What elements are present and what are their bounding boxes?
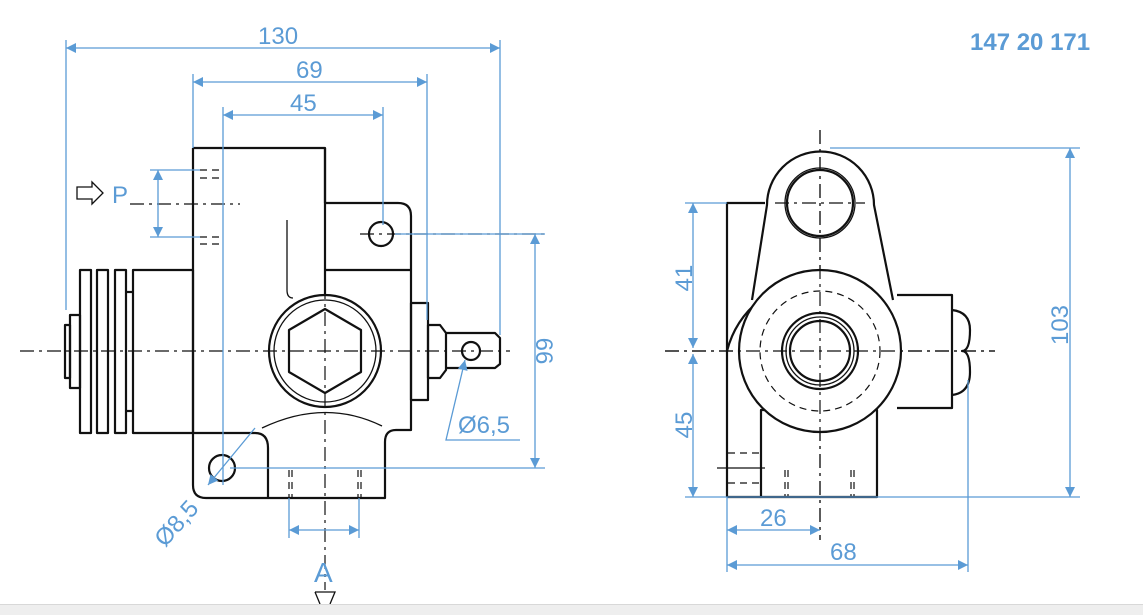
banjo-fitting (409, 301, 502, 402)
bottom-strip (0, 604, 1143, 615)
dim-hole-8-5: Ø8,5 (149, 495, 204, 552)
port-boss (267, 293, 383, 409)
dim-45-side: 45 (671, 412, 698, 439)
part-number: 147 20 171 (970, 29, 1090, 56)
dim-69: 69 (296, 57, 323, 84)
front-view: P A 130 69 45 66 Ø6,5 Ø8,5 (20, 23, 557, 605)
outlet-arrow-icon (314, 591, 336, 605)
dim-66: 66 (530, 338, 557, 365)
dim-41: 41 (671, 265, 698, 292)
inlet-arrow-icon (76, 180, 104, 206)
pump-body (191, 146, 413, 500)
nut (951, 308, 972, 397)
dimensions-side: 41 45 103 26 68 (671, 147, 1080, 572)
dim-68: 68 (830, 539, 857, 566)
dim-26: 26 (760, 505, 787, 532)
port-label-p: P (112, 182, 128, 209)
hex-plug (287, 307, 363, 395)
dim-45: 45 (290, 90, 317, 117)
port-label-a: A (314, 557, 333, 588)
pulley (63, 268, 195, 435)
side-view: 41 45 103 26 68 (665, 130, 1080, 572)
dim-130: 130 (258, 23, 298, 50)
dim-hole-6-5: Ø6,5 (458, 412, 510, 439)
dimensions-front: 130 69 45 66 Ø6,5 Ø8,5 (65, 23, 557, 552)
dim-103: 103 (1047, 305, 1074, 345)
